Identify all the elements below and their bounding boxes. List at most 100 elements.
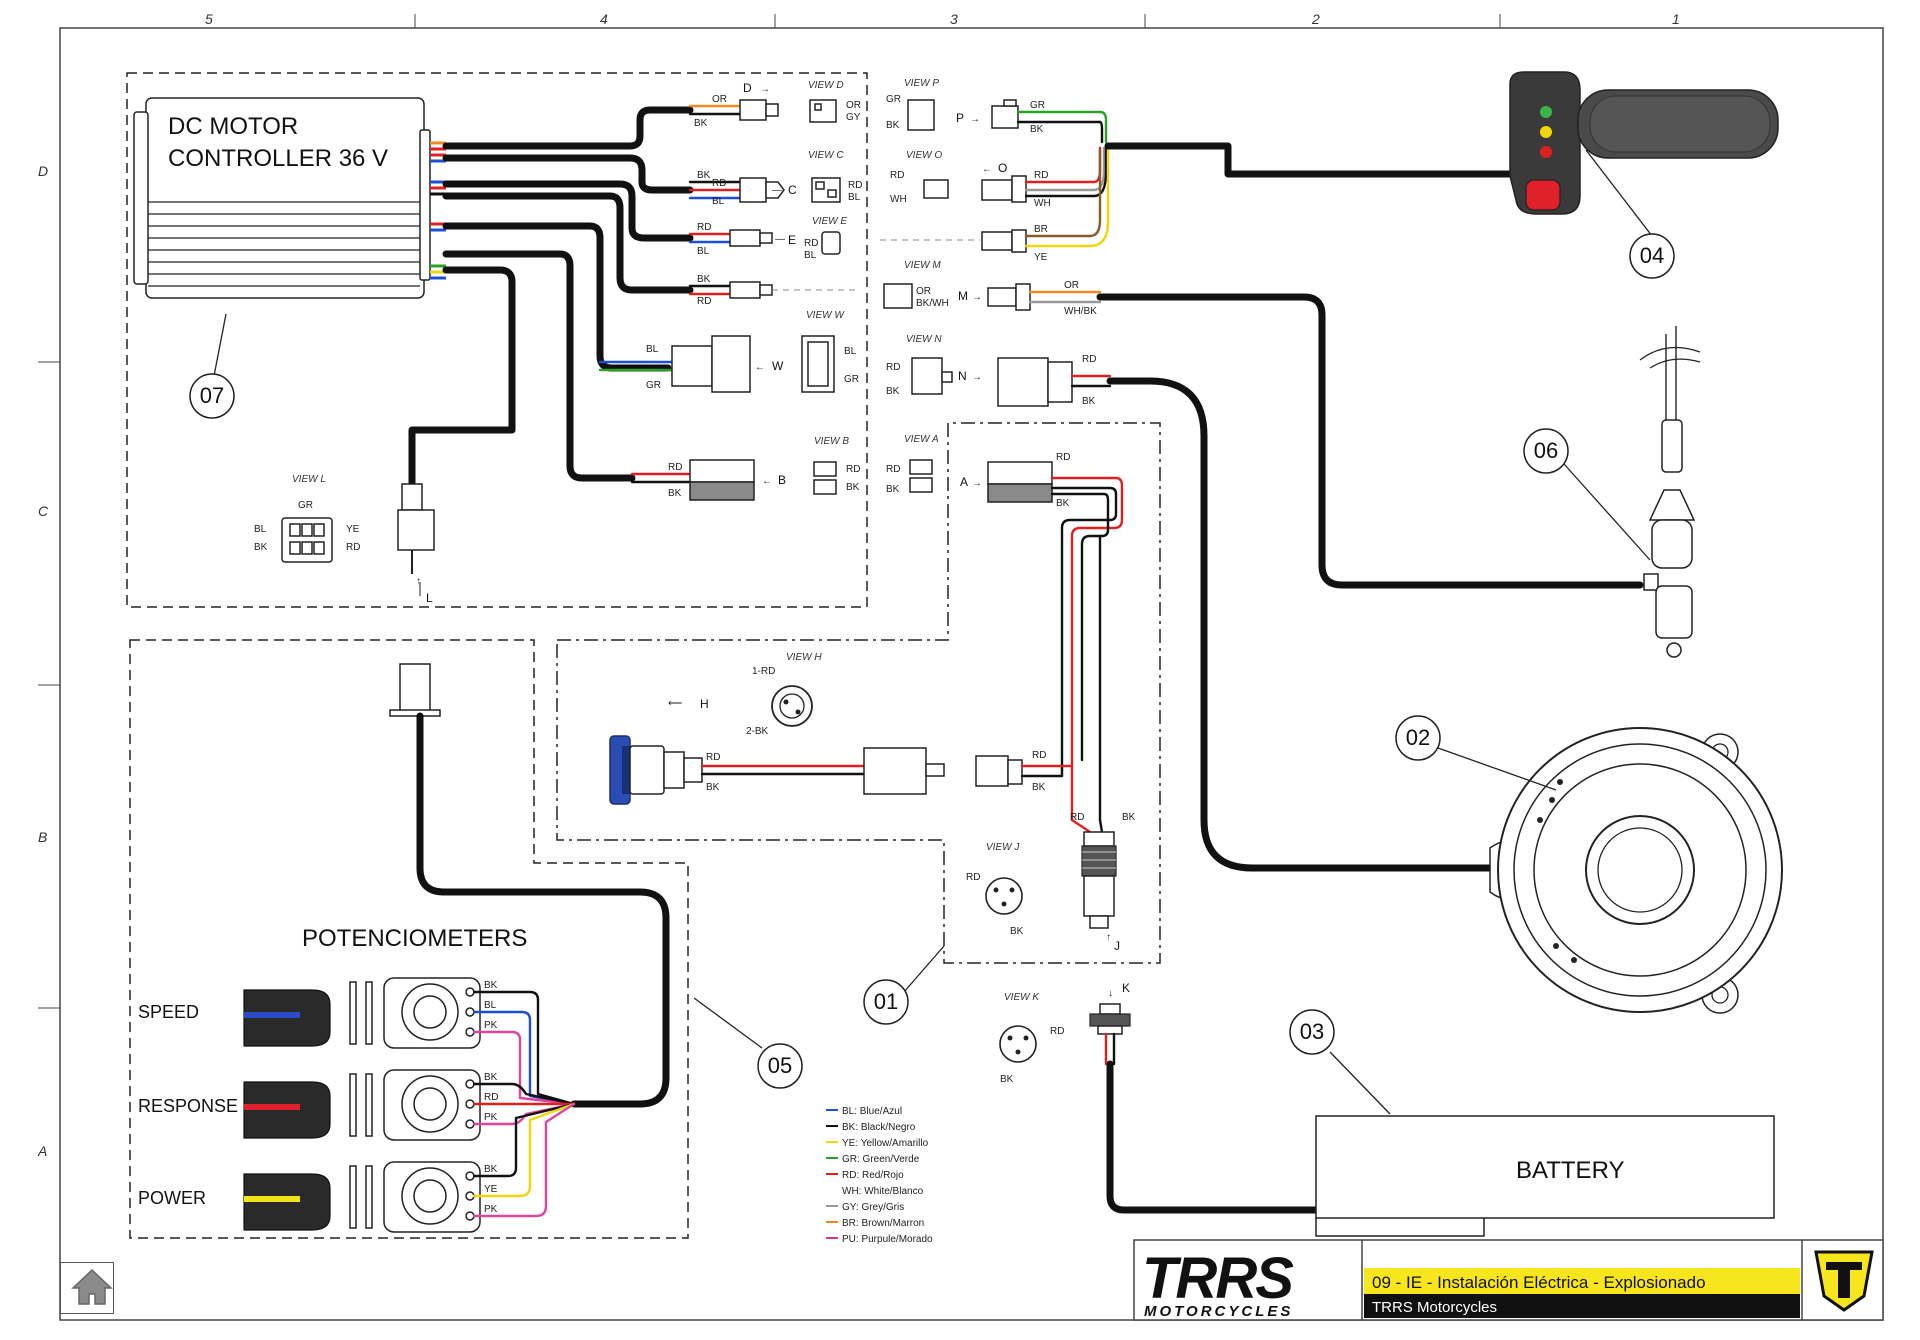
column-label: 3 bbox=[950, 11, 958, 27]
pin-label: 2-BK bbox=[746, 726, 769, 737]
wire-label: BK bbox=[706, 782, 720, 793]
wire-label: BK bbox=[1032, 782, 1046, 793]
pin-label: RD bbox=[846, 464, 860, 475]
legend-text: RD: Red/Rojo bbox=[842, 1170, 904, 1181]
pin-label: RD bbox=[890, 170, 904, 181]
view-label: VIEW L bbox=[292, 474, 326, 485]
column-label: 4 bbox=[600, 11, 608, 27]
callout-number: 05 bbox=[768, 1053, 792, 1078]
legend-item: BL: Blue/Azul bbox=[826, 1106, 902, 1117]
view-label: VIEW O bbox=[906, 150, 942, 161]
view-n: VIEW N RD BK bbox=[886, 334, 953, 397]
legend-text: BK: Black/Negro bbox=[842, 1122, 916, 1133]
throttle-grip bbox=[1509, 71, 1779, 215]
svg-text:—: — bbox=[775, 234, 785, 245]
connector-letter: K bbox=[1122, 981, 1130, 995]
view-m: VIEW M OR BK/WH bbox=[883, 260, 949, 309]
pin-label: OR bbox=[846, 100, 861, 111]
wire-label: RD bbox=[1082, 354, 1096, 365]
home-icon bbox=[71, 1268, 113, 1305]
pin-label: GR bbox=[844, 374, 859, 385]
wire-label: BK bbox=[1056, 498, 1070, 509]
wire-label: RD bbox=[668, 462, 682, 473]
wire-label: BR bbox=[1034, 224, 1048, 235]
legend-item: BK: Black/Negro bbox=[826, 1122, 916, 1133]
callout-02: 02 bbox=[1395, 715, 1557, 791]
callout-04: 04 bbox=[1585, 149, 1675, 279]
battery-label: BATTERY bbox=[1516, 1157, 1624, 1184]
wire-label: BK bbox=[697, 170, 711, 181]
row-ruler: D C B A bbox=[37, 163, 49, 1159]
legend-text: WH: White/Blanco bbox=[842, 1186, 924, 1197]
view-label: VIEW D bbox=[808, 80, 844, 91]
view-j: VIEW J RD BK bbox=[966, 842, 1024, 937]
pin-label: BL bbox=[844, 346, 857, 357]
pin-label: YE bbox=[346, 524, 360, 535]
wire-label: RD bbox=[712, 178, 726, 189]
view-label: VIEW K bbox=[1004, 992, 1040, 1003]
connector-letter: A bbox=[960, 475, 968, 489]
connector-letter: B bbox=[778, 473, 786, 487]
connector-c: BK RD BL — C bbox=[688, 170, 797, 207]
view-e: VIEW E RD BL bbox=[804, 216, 847, 261]
wire-color-legend: BL: Blue/Azul BK: Black/Negro YE: Yellow… bbox=[826, 1106, 933, 1245]
pin-label: BL bbox=[848, 192, 861, 203]
controller-title-line1: DC MOTOR bbox=[168, 113, 298, 140]
legend-text: GR: Green/Verde bbox=[842, 1154, 920, 1165]
view-c: VIEW C RD BL bbox=[808, 150, 862, 203]
brand-logo-subtext: MOTORCYCLES bbox=[1144, 1303, 1293, 1320]
legend-text: GY: Grey/Gris bbox=[842, 1202, 904, 1213]
view-label: VIEW W bbox=[806, 310, 845, 321]
column-label: 1 bbox=[1672, 11, 1680, 27]
charger-group-outline bbox=[556, 422, 1161, 964]
row-label: D bbox=[38, 163, 48, 179]
potentiometer-response: RESPONSE BK RD PK bbox=[138, 1069, 576, 1141]
connector-a: A → RD BK bbox=[960, 452, 1124, 822]
view-label: VIEW H bbox=[786, 652, 822, 663]
callout-number: 03 bbox=[1300, 1019, 1324, 1044]
wire-label: BK bbox=[484, 1164, 498, 1175]
wire-label: PK bbox=[484, 1112, 498, 1123]
svg-text:↓: ↓ bbox=[1108, 988, 1113, 999]
connector-letter: N bbox=[958, 369, 967, 383]
legend-item: GY: Grey/Gris bbox=[826, 1202, 904, 1213]
svg-text:—: — bbox=[772, 185, 782, 196]
connector-o: ← O RD WH bbox=[981, 161, 1096, 209]
legend-text: BR: Brown/Marron bbox=[842, 1218, 924, 1229]
legend-text: PU: Purpule/Morado bbox=[842, 1234, 933, 1245]
svg-text:←: ← bbox=[755, 362, 765, 373]
legend-text: BL: Blue/Azul bbox=[842, 1106, 902, 1117]
callout-03: 03 bbox=[1289, 1009, 1391, 1115]
view-b: VIEW B RD BK bbox=[813, 436, 860, 495]
wire-label: YE bbox=[484, 1184, 498, 1195]
wire-label: GR bbox=[1030, 100, 1045, 111]
connector-unlabelled: BK RD bbox=[688, 274, 860, 307]
pin-label: GY bbox=[846, 112, 861, 123]
brand-logo-text: TRRS bbox=[1142, 1246, 1294, 1311]
pin-label: BK bbox=[1000, 1074, 1014, 1085]
callout-06: 06 bbox=[1523, 428, 1651, 561]
wire-label: RD bbox=[697, 222, 711, 233]
view-o: VIEW O RD WH bbox=[890, 150, 949, 205]
pin-label: BL bbox=[254, 524, 267, 535]
column-ruler: 5 4 3 2 1 bbox=[205, 11, 1680, 27]
wire-label: BK bbox=[1122, 812, 1136, 823]
legend-item: GR: Green/Verde bbox=[826, 1154, 920, 1165]
connector-e: RD BL — E bbox=[688, 222, 796, 257]
pin-label: BK bbox=[846, 482, 860, 493]
pin-label: GR bbox=[886, 94, 901, 105]
home-button[interactable] bbox=[60, 1262, 114, 1314]
legend-item: YE: Yellow/Amarillo bbox=[826, 1138, 929, 1149]
wire-label: BK bbox=[484, 1072, 498, 1083]
connector-letter: D bbox=[743, 81, 752, 95]
svg-text:→: → bbox=[760, 84, 770, 95]
svg-text:←: ← bbox=[982, 164, 992, 175]
wire-label: OR bbox=[712, 94, 727, 105]
view-a: VIEW A RD BK bbox=[886, 434, 939, 495]
pin-label: BK bbox=[1010, 926, 1024, 937]
svg-text:↑: ↑ bbox=[1106, 932, 1111, 943]
pin-label: RD bbox=[886, 464, 900, 475]
column-label: 5 bbox=[205, 11, 213, 27]
pin-label: BK/WH bbox=[916, 298, 949, 309]
